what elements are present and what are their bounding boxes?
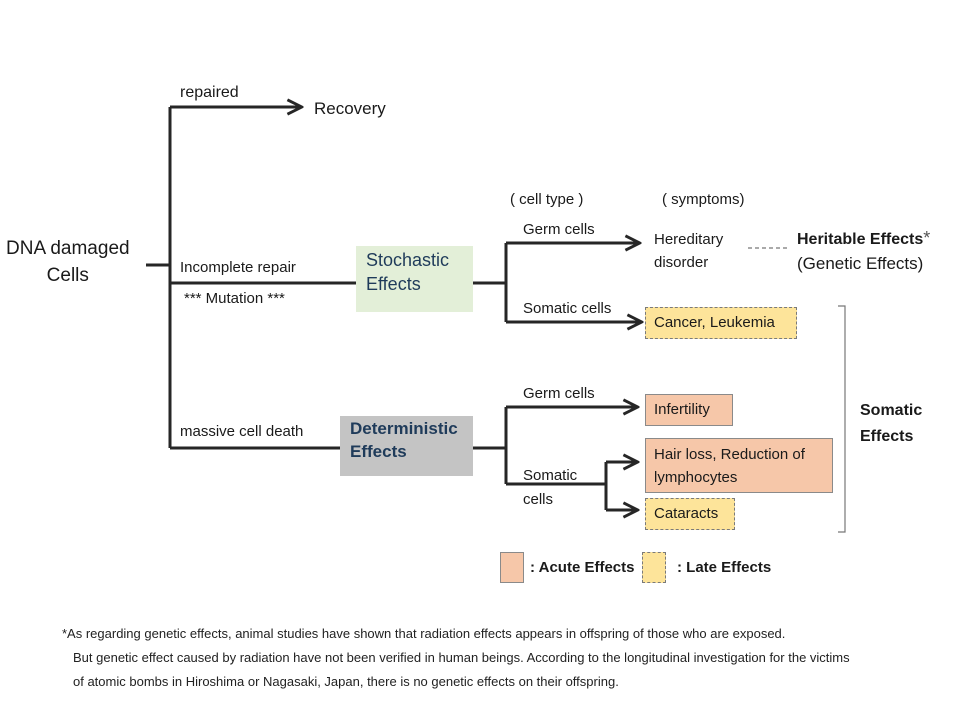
infertility-box: Infertility <box>645 394 733 426</box>
somatic-effects-line2: Effects <box>860 428 914 445</box>
cancer-leukemia-box: Cancer, Leukemia <box>645 307 797 339</box>
deterministic-line2: Effects <box>350 441 407 461</box>
hair-loss-line2: lymphocytes <box>654 469 738 486</box>
hair-loss-line1: Hair loss, Reduction of <box>654 446 805 463</box>
somatic-effects-line1: Somatic <box>860 402 923 419</box>
footnote-line1: *As regarding genetic effects, animal st… <box>62 626 786 641</box>
legend-late-label: : Late Effects <box>677 559 772 576</box>
heritable-effects: Heritable Effects* (Genetic Effects) <box>797 226 930 276</box>
heritable-star: * <box>923 228 931 248</box>
hair-loss-box: Hair loss, Reduction of lymphocytes <box>645 438 833 493</box>
root-node: DNA damaged Cells <box>6 238 130 287</box>
repaired-label: repaired <box>180 84 239 101</box>
hereditary-line2: disorder <box>654 254 709 271</box>
footnote: *As regarding genetic effects, animal st… <box>62 622 850 694</box>
cataracts-box: Cataracts <box>645 498 735 530</box>
germ-cells-label-2: Germ cells <box>523 385 595 402</box>
deterministic-effects-box: Deterministic Effects <box>340 416 473 476</box>
somatic-effects-label: Somatic Effects <box>860 398 922 450</box>
cell-type-header: ( cell type ) <box>510 191 584 208</box>
hereditary-line1: Hereditary <box>654 231 724 248</box>
symptoms-header: ( symptoms) <box>662 191 745 208</box>
stochastic-effects-box: Stochastic Effects <box>356 246 473 312</box>
root-line1: DNA damaged <box>6 238 130 259</box>
somatic-cells-2-line2: cells <box>523 491 554 508</box>
genetic-effects-label: (Genetic Effects) <box>797 254 924 273</box>
somatic-bracket <box>838 305 846 533</box>
stochastic-line1: Stochastic <box>366 250 450 270</box>
heritable-title: Heritable Effects <box>797 231 924 248</box>
recovery-label: Recovery <box>314 99 386 118</box>
incomplete-repair-label: Incomplete repair <box>180 259 296 276</box>
legend-acute-label: : Acute Effects <box>530 559 635 576</box>
legend-acute-swatch <box>500 552 524 583</box>
root-line2: Cells <box>46 264 89 286</box>
germ-cells-label-1: Germ cells <box>523 221 595 238</box>
deterministic-line1: Deterministic <box>350 419 458 438</box>
footnote-line3: of atomic bombs in Hiroshima or Nagasaki… <box>73 674 619 689</box>
legend-late-swatch <box>642 552 666 583</box>
somatic-cells-label-1: Somatic cells <box>523 300 612 317</box>
stochastic-line2: Effects <box>366 274 421 295</box>
somatic-cells-2-line1: Somatic <box>523 467 578 484</box>
footnote-line2: But genetic effect caused by radiation h… <box>73 650 850 665</box>
mutation-label: *** Mutation *** <box>184 290 285 307</box>
massive-cell-death-label: massive cell death <box>180 423 304 440</box>
somatic-cells-label-2: Somatic cells <box>523 464 577 512</box>
hereditary-disorder: Hereditary disorder <box>654 228 723 274</box>
